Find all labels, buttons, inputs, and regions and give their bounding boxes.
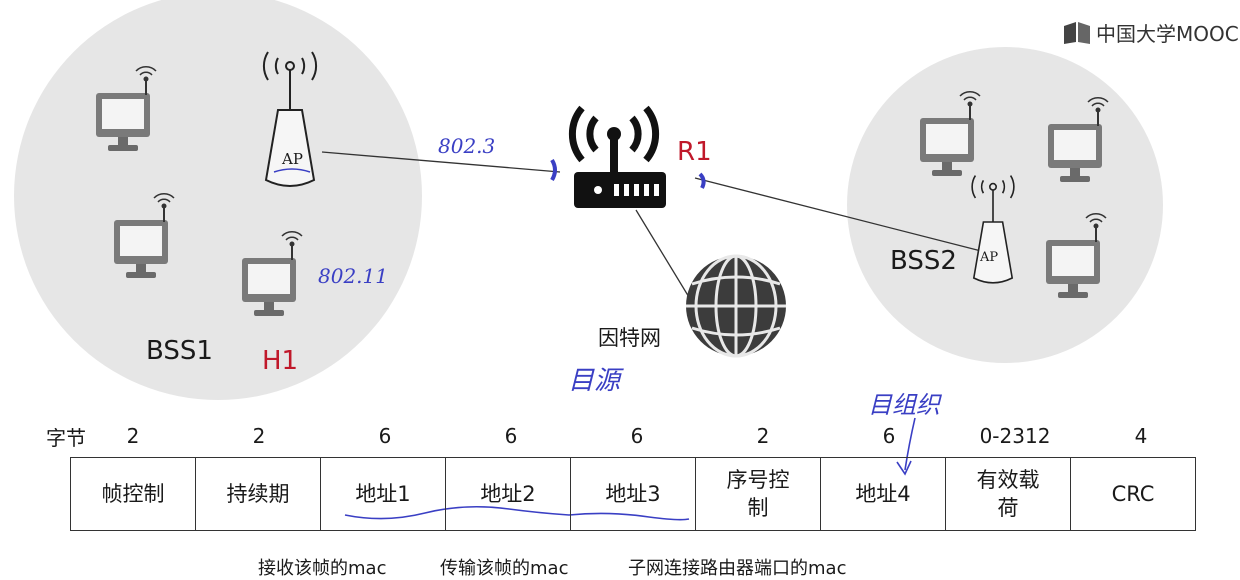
field-bytes: 2	[126, 424, 140, 448]
annotation-src: 目源	[568, 366, 621, 396]
field-address1: 地址1	[320, 457, 446, 531]
logo-text: 中国大学MOOC	[1096, 22, 1239, 46]
note-address1: 接收该帧的mac	[258, 558, 387, 579]
internet-globe-icon	[686, 254, 786, 358]
field-payload-text: 有效载荷	[976, 468, 1040, 520]
field-frame-control: 帧控制	[70, 457, 196, 531]
field-address2: 地址2	[445, 457, 571, 531]
router-icon	[568, 105, 666, 208]
router-ap2-link	[694, 177, 986, 253]
field-address3: 地址3	[570, 457, 696, 531]
bss1-area	[14, 0, 422, 400]
note-address3: 子网连接路由器端口的mac	[628, 558, 847, 579]
field-sequence-control-text: 序号控制	[726, 468, 790, 520]
annotation-8023: 802.3	[438, 134, 496, 158]
field-duration: 持续期	[195, 457, 321, 531]
router-r1-label: R1	[677, 137, 712, 167]
internet-label: 因特网	[598, 326, 661, 350]
field-bytes: 6	[882, 424, 896, 448]
ap-label: AP	[282, 150, 303, 168]
field-bytes: 2	[252, 424, 266, 448]
ap-label: AP	[980, 250, 999, 265]
note-address2: 传输该帧的mac	[440, 558, 569, 579]
field-bytes: 6	[630, 424, 644, 448]
annotation-dst: 目组织	[868, 391, 940, 419]
annotation-80211: 802.11	[318, 264, 388, 288]
field-bytes: 2	[756, 424, 770, 448]
host-h1-label: H1	[262, 346, 299, 376]
field-bytes: 6	[504, 424, 518, 448]
field-crc: CRC	[1070, 457, 1196, 531]
mooc-logo: 中国大学MOOC	[1062, 18, 1239, 47]
field-bytes: 0-2312	[979, 424, 1051, 448]
mac-frame-format-table: 帧控制 持续期 地址1 地址2 地址3 序号控制 地址4 有效载荷 CRC	[70, 457, 1196, 531]
field-bytes: 4	[1134, 424, 1148, 448]
bss2-label: BSS2	[890, 246, 957, 276]
field-bytes: 6	[378, 424, 392, 448]
bss1-label: BSS1	[146, 336, 213, 366]
field-address4: 地址4	[820, 457, 946, 531]
ap1-router-link	[321, 151, 561, 173]
bytes-label: 字节	[46, 426, 86, 450]
bss2-area	[847, 47, 1163, 363]
book-logo-icon	[1064, 21, 1090, 44]
field-sequence-control: 序号控制	[695, 457, 821, 531]
frame-fields-row: 帧控制 持续期 地址1 地址2 地址3 序号控制 地址4 有效载荷 CRC	[70, 457, 1196, 531]
field-payload: 有效载荷	[945, 457, 1071, 531]
